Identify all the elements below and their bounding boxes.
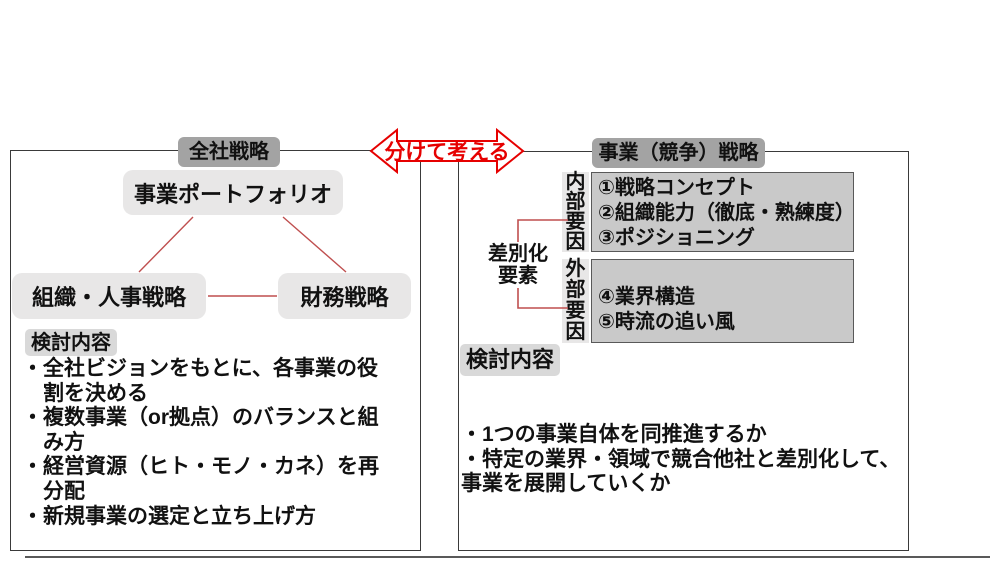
- right-bullet-line: ・1つの事業自体を同推進するか: [461, 423, 767, 446]
- differentiation-label: 差別化 要素: [470, 243, 566, 287]
- business-strategy-header-badge: 事業（競争）戦略: [592, 138, 765, 168]
- left-bullet-line: 割を決める: [43, 381, 148, 405]
- left-review-badge: 検討内容: [25, 329, 117, 356]
- left-review-label: 検討内容: [31, 331, 111, 354]
- external-factor-item: ④業界構造: [598, 286, 695, 308]
- right-bullet-line: ・特定の業界・領域で競合他社と差別化して、: [461, 447, 901, 471]
- internal-factor-item: ②組織能力（徹底・熟練度）: [598, 202, 855, 224]
- internal-factor-box: ①戦略コンセプト ②組織能力（徹底・熟練度） ③ポジショニング: [591, 172, 855, 252]
- internal-factor-item: ③ポジショニング: [598, 227, 755, 249]
- left-bullet-line: ・新規事業の選定と立ち上げ方: [22, 504, 316, 528]
- node-finance-strategy-label: 財務戦略: [300, 285, 389, 310]
- corporate-strategy-header-label: 全社戦略: [189, 141, 269, 163]
- business-strategy-header-label: 事業（競争）戦略: [598, 142, 759, 164]
- internal-factor-item: ①戦略コンセプト: [598, 177, 755, 199]
- differentiation-label-line1: 差別化: [488, 243, 548, 265]
- node-business-portfolio-label: 事業ポートフォリオ: [133, 181, 332, 207]
- left-review-bullets: ・全社ビジョンをもとに、各事業の役 割を決める ・複数事業（or拠点）のバランス…: [22, 357, 418, 529]
- internal-factor-strip: 内部要因: [562, 172, 589, 252]
- left-bullet-line: ・経営資源（ヒト・モノ・カネ）を再: [22, 455, 379, 479]
- left-bullet-line: 分配: [43, 479, 85, 503]
- differentiation-label-line2: 要素: [498, 265, 538, 287]
- right-review-badge: 検討内容: [460, 344, 560, 376]
- node-org-hr-strategy-label: 組織・人事戦略: [31, 285, 186, 310]
- left-bullet-line: ・全社ビジョンをもとに、各事業の役: [22, 357, 378, 380]
- node-finance-strategy: 財務戦略: [278, 273, 411, 319]
- right-review-bullets: ・1つの事業自体を同推進するか ・特定の業界・領域で競合他社と差別化して、 事業…: [461, 423, 905, 497]
- right-review-label: 検討内容: [465, 347, 554, 372]
- node-business-portfolio: 事業ポートフォリオ: [123, 170, 343, 215]
- panel-connector-line: [419, 150, 458, 152]
- right-bullet-line: 事業を展開していくか: [461, 472, 671, 496]
- external-factor-item: ⑤時流の追い風: [598, 311, 735, 333]
- corporate-strategy-header-badge: 全社戦略: [178, 137, 280, 167]
- node-org-hr-strategy: 組織・人事戦略: [12, 273, 206, 319]
- external-factor-strip: 外部要因: [562, 259, 589, 343]
- bottom-rule-line: [25, 556, 990, 558]
- left-bullet-line: ・複数事業（or拠点）のバランスと組: [22, 406, 379, 430]
- external-factor-box: ④業界構造 ⑤時流の追い風: [591, 259, 854, 343]
- left-bullet-line: み方: [43, 430, 85, 454]
